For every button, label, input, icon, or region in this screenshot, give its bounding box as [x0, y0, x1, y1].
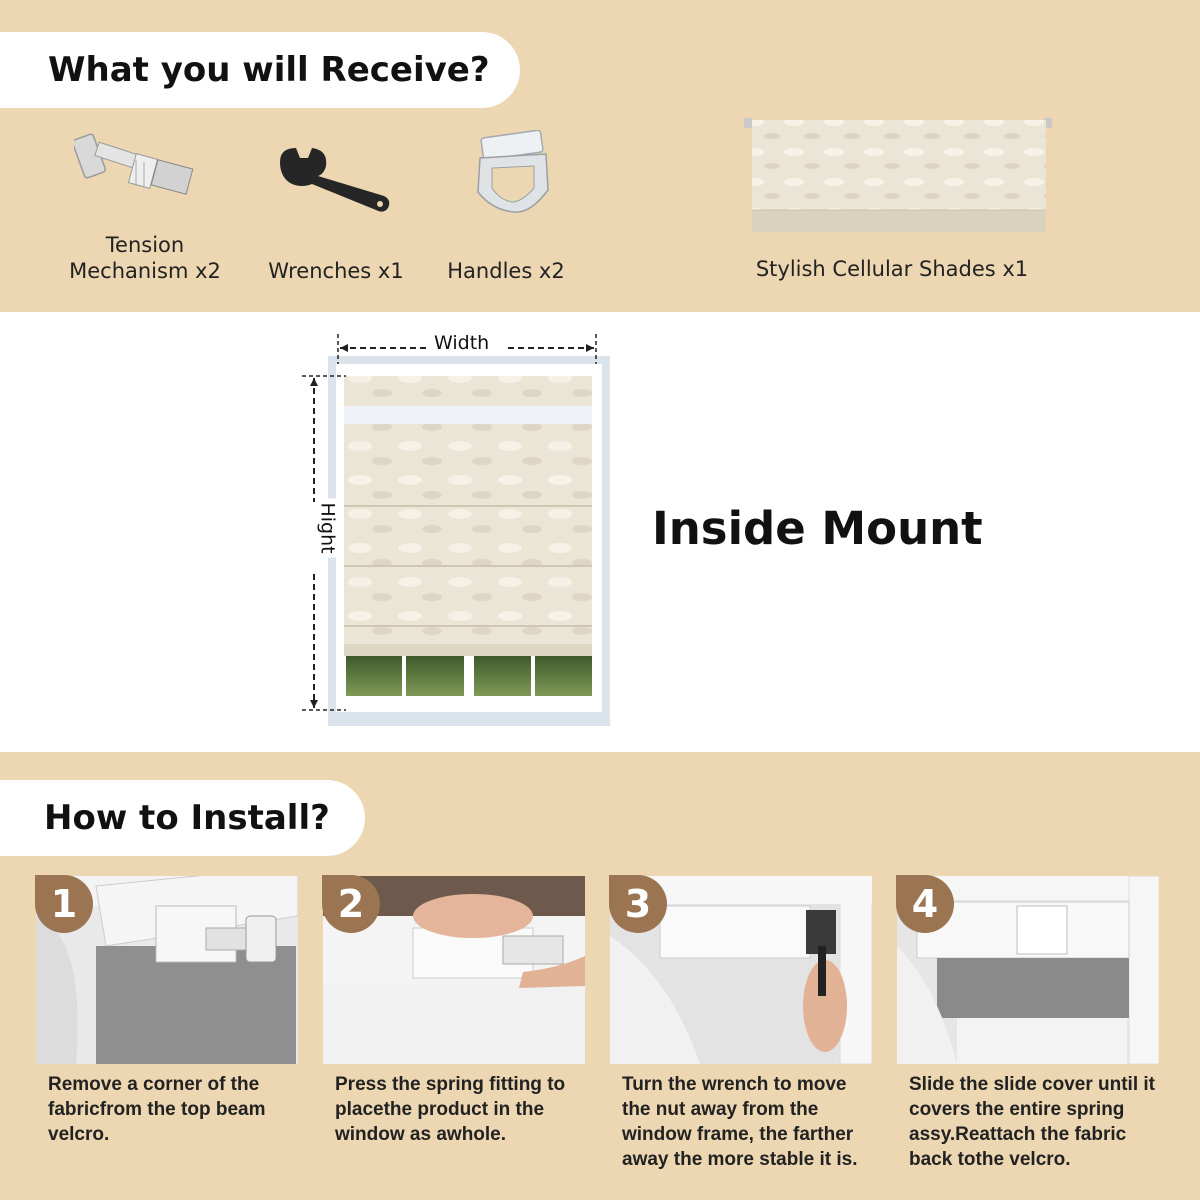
step-1-photo [36, 876, 298, 1064]
step-2-badge: 2 [322, 875, 380, 933]
step-4-photo [897, 876, 1159, 1064]
step-4-badge: 4 [896, 875, 954, 933]
wrench-label: Wrenches x1 [268, 259, 404, 283]
step-1-badge: 1 [35, 875, 93, 933]
handle-label: Handles x2 [447, 259, 565, 283]
width-label: Width [430, 332, 494, 354]
step-3-text: Turn the wrench to move the nut away fro… [622, 1074, 858, 1170]
height-label: Hight [316, 498, 339, 558]
step-4-text: Slide the slide cover until it covers th… [909, 1074, 1155, 1170]
inside-mount-title: Inside Mount [652, 502, 983, 555]
shade-label: Stylish Cellular Shades x1 [755, 257, 1029, 281]
tension-label-line1: Tension [105, 233, 185, 257]
tension-label-line2-visible: Mechanism x2 [69, 259, 221, 283]
step-2-text: Press the spring fitting to placethe pro… [335, 1074, 566, 1145]
cellular-shade-icon [744, 118, 1052, 232]
handle-icon [477, 130, 549, 213]
install-title: How to Install? [0, 780, 365, 856]
receive-title: What you will Receive? [0, 32, 520, 108]
tension-mechanism-icon [74, 133, 194, 195]
tension-mechanism-label: Tension Tension Mechanism x2 [40, 232, 250, 284]
step-3-badge: 3 [609, 875, 667, 933]
step-1-text: Remove a corner of the fabricfrom the to… [48, 1074, 266, 1145]
wrench-icon [280, 148, 390, 212]
step-2-photo [323, 876, 585, 1064]
window-diagram [302, 334, 610, 726]
